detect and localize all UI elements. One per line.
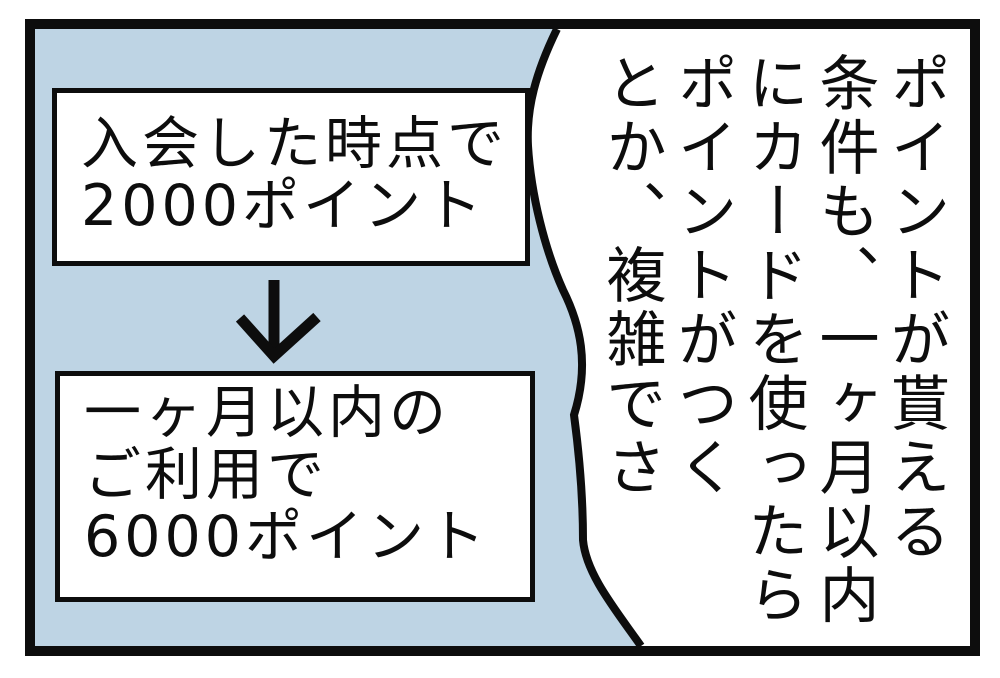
down-arrow-icon [235, 280, 321, 364]
flow-step-2-text: 一ヶ月以内の ご利用で 6000ポイント [84, 380, 490, 570]
flow-step-1-box: 入会した時点で 2000ポイント [52, 88, 530, 266]
speech-bubble-text: ポイントが貰える 条件も、一ヶ月以内 にカードを使ったら ポイントがつく とか、… [596, 52, 950, 628]
flow-step-1-text: 入会した時点で 2000ポイント [81, 111, 508, 239]
speech-bubble-fill [527, 29, 970, 646]
flow-step-2-box: 一ヶ月以内の ご利用で 6000ポイント [55, 371, 535, 602]
comic-panel: 入会した時点で 2000ポイント 一ヶ月以内の ご利用で 6000ポイント ポイ… [25, 19, 980, 656]
